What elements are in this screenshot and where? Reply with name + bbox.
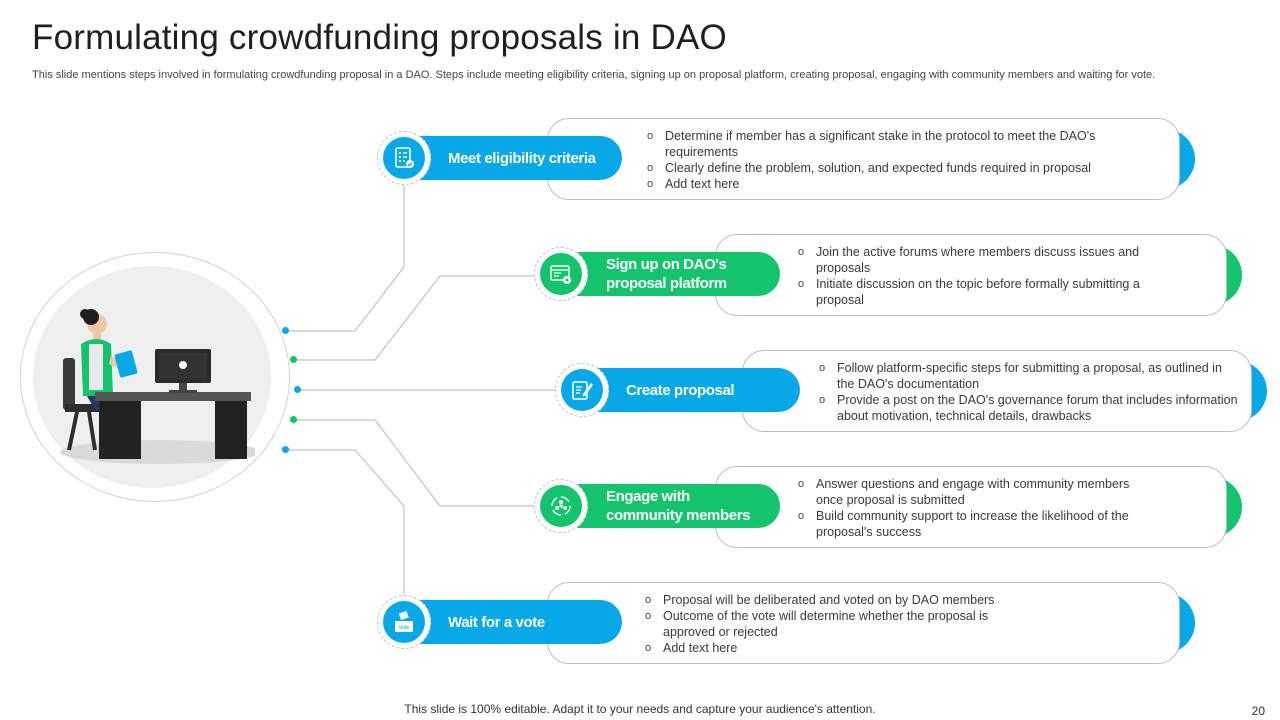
step-5-label: Wait for a vote bbox=[448, 613, 545, 631]
step-5-bullet-1: Proposal will be deliberated and voted o… bbox=[645, 592, 1025, 608]
step-4-bullet-2: Build community support to increase the … bbox=[798, 508, 1158, 540]
step-2-label: Sign up on DAO's proposal platform bbox=[606, 256, 727, 292]
connector-dot bbox=[290, 416, 297, 423]
step-3-bullet-2: Provide a post on the DAO's governance f… bbox=[819, 392, 1239, 424]
step-2-icon-ring bbox=[534, 247, 588, 301]
step-1-label: Meet eligibility criteria bbox=[448, 149, 596, 167]
connector-dot bbox=[282, 446, 289, 453]
document-edit-icon bbox=[561, 369, 603, 411]
browser-settings-icon bbox=[540, 253, 582, 295]
step-3-label: Create proposal bbox=[626, 381, 735, 399]
footer-note: This slide is 100% editable. Adapt it to… bbox=[404, 702, 876, 716]
community-icon bbox=[540, 485, 582, 527]
step-4-bullet-1: Answer questions and engage with communi… bbox=[798, 476, 1158, 508]
step-4-card: Answer questions and engage with communi… bbox=[715, 466, 1242, 548]
step-5-bullet-3: Add text here bbox=[645, 640, 1025, 656]
step-2-bullet-2: Initiate discussion on the topic before … bbox=[798, 276, 1148, 308]
step-1-bullet-1: Determine if member has a significant st… bbox=[647, 128, 1117, 160]
connector-dot bbox=[282, 327, 289, 334]
step-3-icon-ring bbox=[555, 363, 609, 417]
connector-dot bbox=[294, 386, 301, 393]
slide-title: Formulating crowdfunding proposals in DA… bbox=[32, 18, 727, 57]
checklist-icon bbox=[383, 137, 425, 179]
connector-step-5 bbox=[286, 449, 405, 594]
step-2-bullet-1: Join the active forums where members dis… bbox=[798, 244, 1148, 276]
connector-step-1 bbox=[286, 183, 405, 332]
slide-subtitle: This slide mentions steps involved in fo… bbox=[32, 69, 1156, 81]
step-1-icon-ring bbox=[377, 131, 431, 185]
step-1-bullet-2: Clearly define the problem, solution, an… bbox=[647, 160, 1117, 176]
step-3-bullet-1: Follow platform-specific steps for submi… bbox=[819, 360, 1239, 392]
step-2-card: Join the active forums where members dis… bbox=[715, 234, 1242, 316]
step-5-bullet-2: Outcome of the vote will determine wheth… bbox=[645, 608, 1025, 640]
step-1-bullet-3: Add text here bbox=[647, 176, 1117, 192]
step-4-label: Engage with community members bbox=[606, 488, 751, 524]
connector-dot bbox=[290, 356, 297, 363]
ballot-box-icon-text: Vote bbox=[398, 625, 409, 631]
step-3-card: Follow platform-specific steps for submi… bbox=[742, 350, 1267, 432]
step-4-icon-ring bbox=[534, 479, 588, 533]
ballot-box-icon: Vote bbox=[383, 601, 425, 643]
connector-step-2 bbox=[294, 275, 538, 361]
page-number: 20 bbox=[1251, 704, 1265, 718]
step-1-card: Determine if member has a significant st… bbox=[547, 118, 1195, 200]
connector-step-4 bbox=[294, 419, 538, 507]
person-at-desk-illustration bbox=[60, 309, 255, 464]
step-5-card: Proposal will be deliberated and voted o… bbox=[547, 582, 1195, 664]
step-5-icon-ring: Vote bbox=[377, 595, 431, 649]
